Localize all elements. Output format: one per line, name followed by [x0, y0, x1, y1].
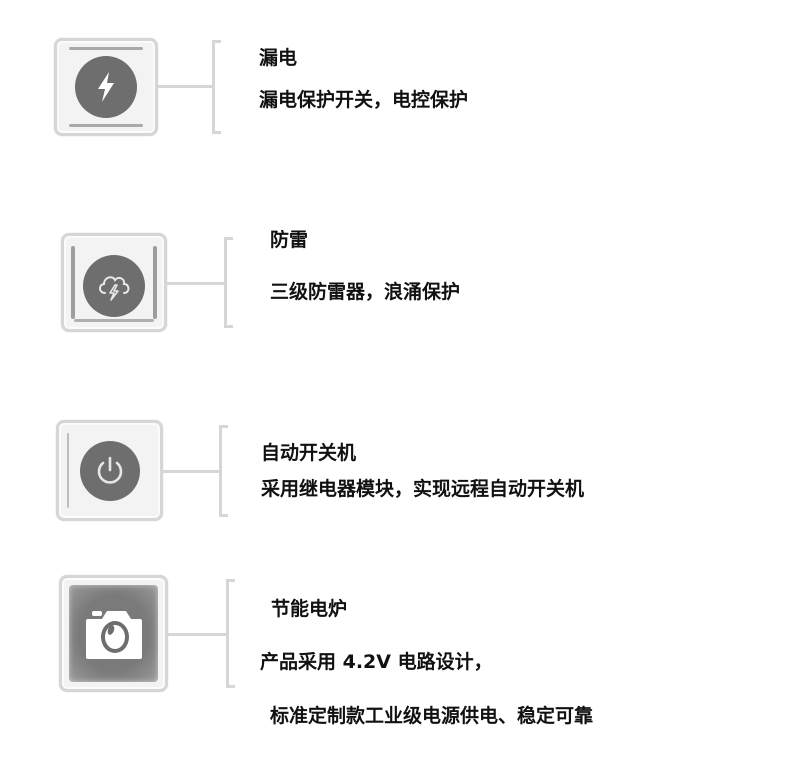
feature-title: 自动开关机 [261, 442, 357, 464]
leakage-icon-frame [54, 38, 158, 136]
cloud-lightning-icon [83, 255, 145, 318]
connector-line [163, 470, 221, 473]
feature-description: 采用继电器模块，实现远程自动开关机 [261, 478, 585, 500]
feature-description: 三级防雷器，浪涌保护 [270, 281, 461, 303]
frame-decor-line [67, 433, 69, 508]
feature-title: 漏电 [259, 47, 298, 69]
connector-line [158, 85, 214, 88]
frame-decor-line [74, 319, 154, 322]
feature-title: 防雷 [270, 229, 309, 251]
lightning-bolt-icon [75, 56, 137, 118]
lightning-protection-icon-frame [61, 233, 167, 332]
frame-decor-line [153, 246, 157, 319]
bracket [219, 425, 228, 517]
auto-power-icon-frame [56, 420, 163, 521]
feature-description: 产品采用 4.2V 电路设计， [260, 651, 493, 673]
power-icon [79, 440, 140, 501]
frame-decor-line [71, 246, 75, 319]
bracket [226, 579, 235, 688]
bracket [224, 237, 233, 328]
energy-saving-icon-frame [59, 575, 168, 692]
feature-title: 节能电炉 [271, 598, 348, 620]
connector-line [167, 282, 226, 285]
frame-decor-line [69, 47, 143, 50]
feature-description: 漏电保护开关，电控保护 [259, 89, 469, 111]
bracket [212, 40, 221, 134]
feature-description: 标准定制款工业级电源供电、稳定可靠 [270, 705, 594, 727]
connector-line [168, 633, 228, 636]
camera-icon-panel [69, 585, 158, 682]
frame-decor-line [69, 124, 143, 127]
camera-icon [85, 610, 142, 659]
